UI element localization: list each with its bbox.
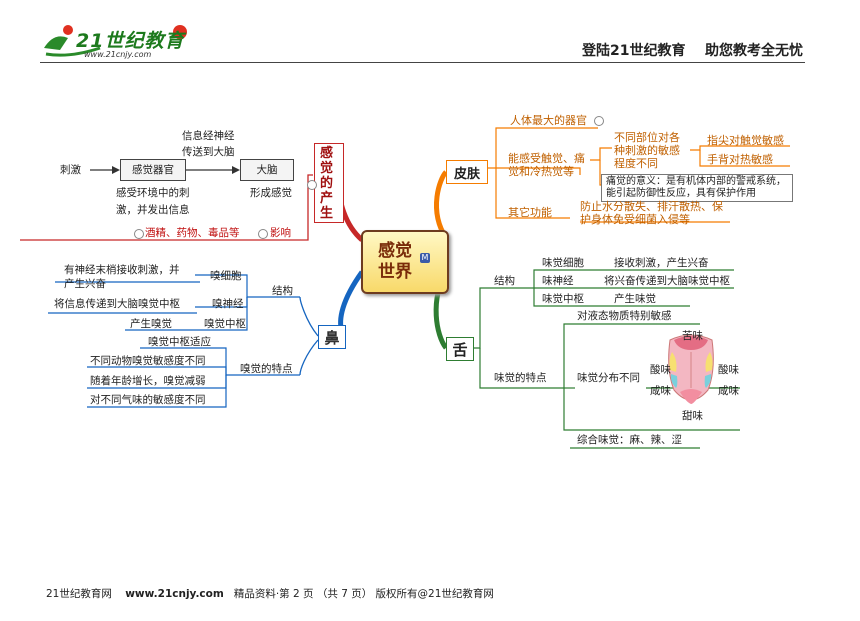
sweet-zone — [680, 389, 702, 404]
taste-salty-left: 咸味 — [650, 385, 671, 397]
tongue-icon — [668, 334, 714, 404]
nose-center-desc: 产生嗅觉 — [130, 318, 172, 330]
expand-toggle-skin-largest[interactable] — [594, 116, 604, 126]
footer-site: 21世纪教育网 — [46, 588, 112, 600]
tongue-liquid: 对液态物质特别敏感 — [577, 310, 672, 322]
factors-label: 酒精、药物、毒品等 — [145, 227, 240, 239]
transmit-label-2: 传送到大脑 — [182, 146, 235, 158]
nose-cells: 嗅细胞 — [210, 270, 242, 282]
nose-cells-desc-2: 产生兴奋 — [64, 278, 106, 290]
tongue-structure: 结构 — [494, 275, 515, 287]
receptor-note-2: 激，并发出信息 — [116, 204, 190, 216]
perception-char-4: 产 — [320, 191, 334, 206]
taste-sweet: 甜味 — [682, 410, 703, 422]
sour-zone — [669, 352, 677, 372]
header-rule — [40, 62, 805, 63]
perception-char-5: 生 — [320, 206, 334, 221]
salty-zone — [670, 374, 678, 388]
tongue-node[interactable]: 舌 — [446, 337, 474, 361]
nose-cells-desc-1: 有神经末梢接收刺激，并 — [64, 264, 180, 276]
bitter-zone — [674, 336, 708, 350]
center-badge: M — [420, 253, 430, 263]
expand-toggle-factors[interactable] — [134, 229, 144, 239]
tongue-features: 味觉的特点 — [494, 372, 547, 384]
perception-char-3: 的 — [320, 176, 334, 191]
nose-nerve: 嗅神经 — [212, 298, 244, 310]
tongue-cells-desc: 接收刺激，产生兴奋 — [614, 257, 709, 269]
nose-feature-1: 嗅觉中枢适应 — [148, 336, 211, 348]
pain-note-box — [601, 174, 793, 202]
receptor-box: 感觉器官 — [120, 159, 186, 181]
skin-finger: 指尖对触觉敏感 — [707, 134, 784, 147]
skin-sense-2: 觉和冷热觉等 — [508, 165, 574, 178]
skin-diff-1: 不同部位对各 — [614, 131, 680, 144]
pain-note-2: 能引起防御性反应，具有保护作用 — [606, 188, 756, 199]
expand-toggle-perception[interactable] — [307, 180, 317, 190]
receptor-note-1: 感受环境中的刺 — [116, 187, 190, 199]
center-node[interactable] — [361, 230, 449, 294]
footer-text: 精品资料·第 2 页 （共 7 页） 版权所有@21世纪教育网 — [233, 588, 494, 600]
nose-features: 嗅觉的特点 — [240, 363, 293, 375]
logo-icon — [44, 25, 187, 57]
expand-toggle-influence[interactable] — [258, 229, 268, 239]
header-slogan: 登陆21世纪教育 助您教考全无忧 — [582, 43, 803, 59]
skin-other-desc-2: 护身体免受细菌入侵等 — [580, 213, 690, 226]
brain-note: 形成感觉 — [250, 187, 292, 199]
perception-char-1: 感 — [320, 146, 334, 161]
footer: 21世纪教育网 www.21cnjy.com 精品资料·第 2 页 （共 7 页… — [46, 586, 494, 601]
taste-bitter: 苦味 — [682, 330, 703, 342]
brain-box: 大脑 — [240, 159, 294, 181]
center-title-line2: 世界 — [378, 262, 412, 282]
skin-other-desc-1: 防止水分散失、排汗散热、保 — [580, 200, 723, 213]
nose-center: 嗅觉中枢 — [204, 318, 246, 330]
tongue-center: 味觉中枢 — [542, 293, 584, 305]
pain-note-1: 痛觉的意义：是有机体内部的警戒系统， — [606, 176, 786, 187]
nose-nerve-desc: 将信息传递到大脑嗅觉中枢 — [54, 298, 180, 310]
taste-salty-right: 咸味 — [718, 385, 739, 397]
perception-char-2: 觉 — [320, 161, 334, 176]
tongue-distribution: 味觉分布不同 — [577, 372, 640, 384]
transmit-label-1: 信息经神经 — [182, 130, 235, 142]
perception-title: 感 觉 的 产 生 — [320, 146, 336, 221]
tongue-cells: 味觉细胞 — [542, 257, 584, 269]
footer-url[interactable]: www.21cnjy.com — [125, 588, 224, 600]
influence-label: 影响 — [270, 227, 291, 239]
nose-structure: 结构 — [272, 285, 293, 297]
skin-diff-2: 种刺激的敏感 — [614, 144, 680, 157]
skin-largest: 人体最大的器官 — [510, 114, 587, 127]
stimulus-label: 刺激 — [60, 164, 81, 176]
nose-feature-2: 不同动物嗅觉敏感度不同 — [90, 355, 206, 367]
logo-text: 21世纪教育 — [76, 30, 185, 52]
center-title-line1: 感觉 — [378, 241, 412, 261]
tongue-nerve: 味神经 — [542, 275, 574, 287]
nose-feature-4: 对不同气味的敏感度不同 — [90, 394, 206, 406]
tongue-nerve-desc: 将兴奋传递到大脑味觉中枢 — [604, 275, 730, 287]
logo-url: www.21cnjy.com — [84, 50, 152, 59]
nose-feature-3: 随着年龄增长，嗅觉减弱 — [90, 375, 206, 387]
taste-sour-left: 酸味 — [650, 364, 671, 376]
skin-diff-3: 程度不同 — [614, 157, 658, 170]
tongue-center-desc: 产生味觉 — [614, 293, 656, 305]
skin-sense-1: 能感受触觉、痛 — [508, 152, 585, 165]
nose-node[interactable]: 鼻 — [318, 325, 346, 349]
skin-node[interactable]: 皮肤 — [446, 160, 488, 184]
skin-back: 手背对热敏感 — [707, 153, 773, 166]
taste-sour-right: 酸味 — [718, 364, 739, 376]
skin-other: 其它功能 — [508, 206, 552, 219]
tongue-combined: 综合味觉：麻、辣、涩 — [577, 434, 682, 446]
